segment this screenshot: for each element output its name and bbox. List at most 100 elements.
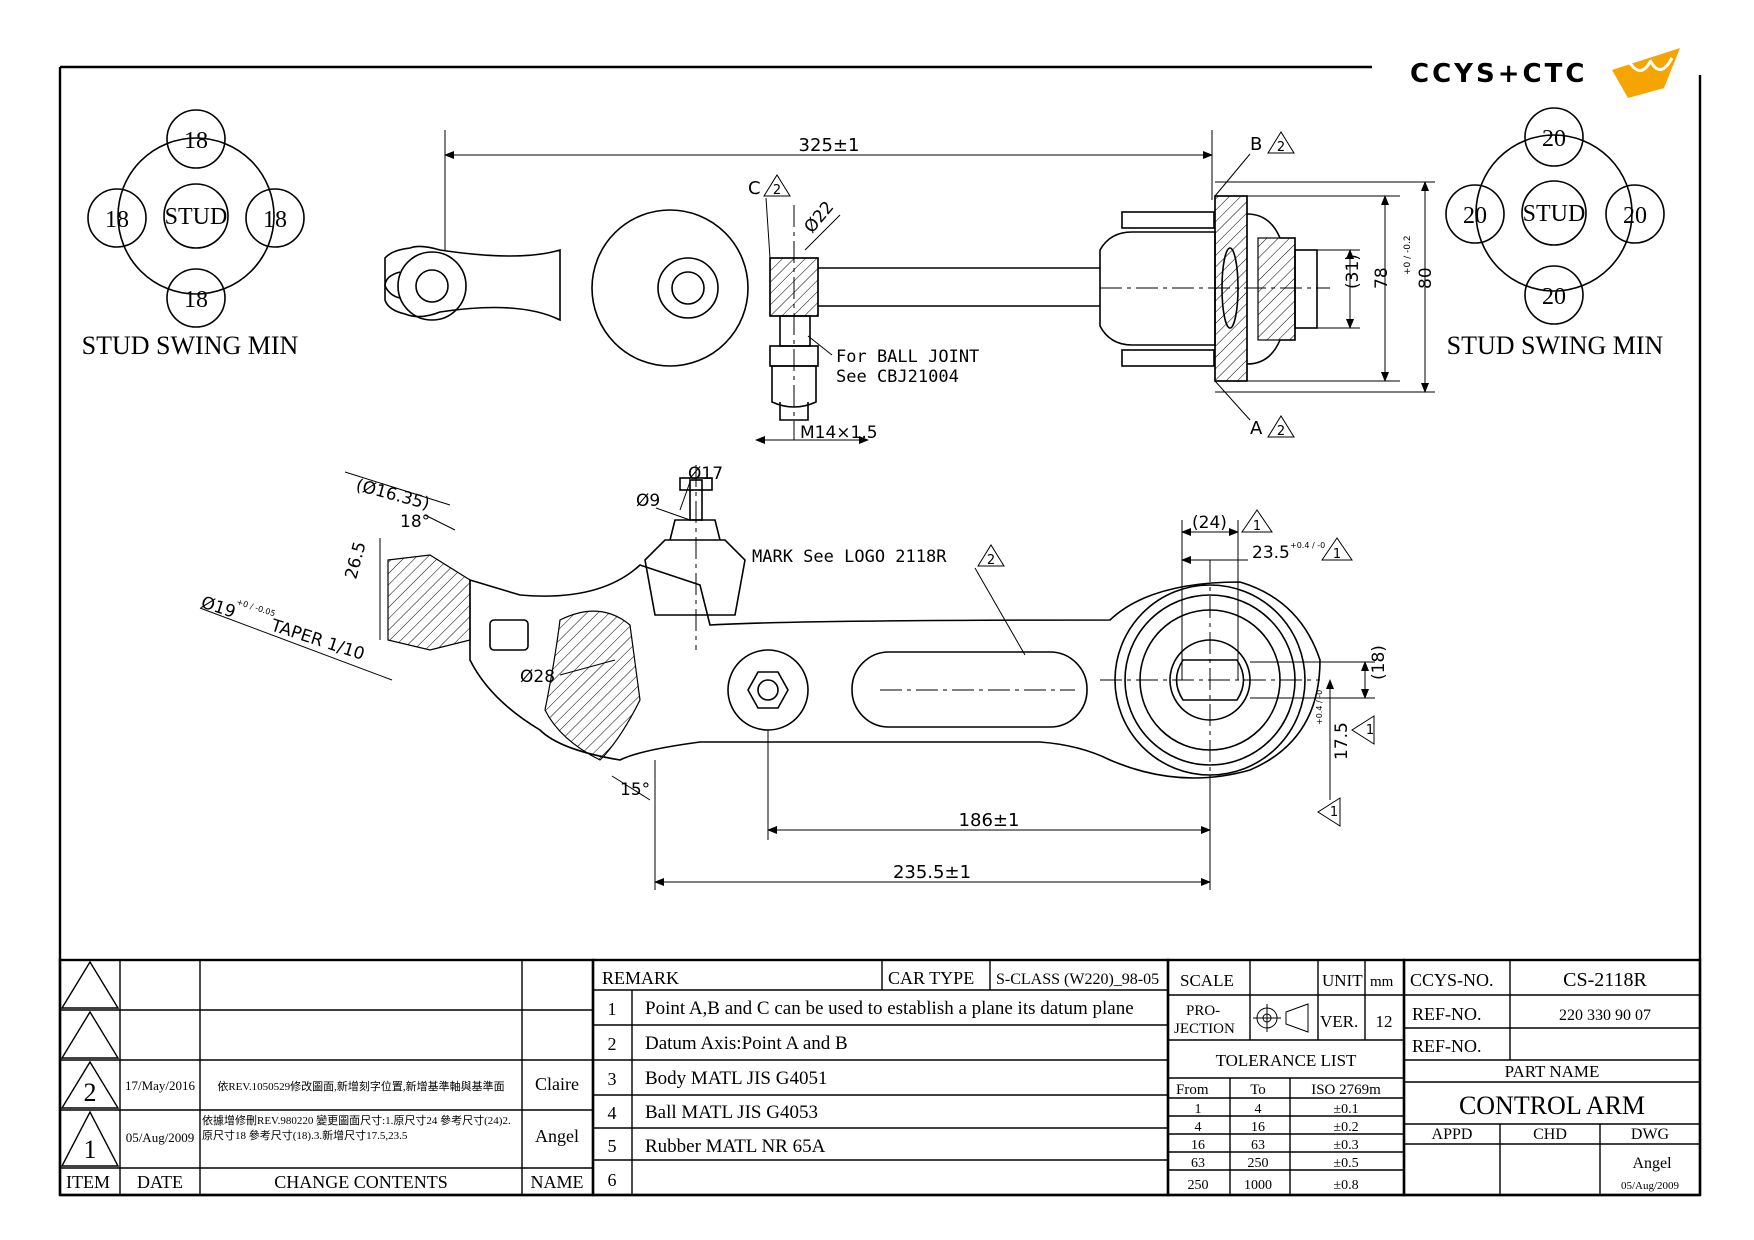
tolerance-cell: ±0.1 xyxy=(1333,1102,1358,1117)
datum-b-label: B xyxy=(1250,134,1262,155)
stud-swing-diagram-right: STUD 20 20 20 20 STUD SWING MIN xyxy=(1445,107,1665,360)
remark-4-text: Ball MATL JIS G4053 xyxy=(645,1102,818,1123)
title-block: CCYS-NO. CS-2118R REF-NO. 220 330 90 07 … xyxy=(1402,958,1702,1197)
remark-3-no: 3 xyxy=(608,1069,617,1089)
swing-angle-top: 20 xyxy=(1542,126,1566,152)
tolerance-cell: ±0.5 xyxy=(1333,1156,1358,1171)
dimension-24: (24) xyxy=(1192,513,1227,533)
revision-mark: 1 xyxy=(1253,519,1261,534)
tolerance-cell: 250 xyxy=(1188,1178,1209,1193)
revision-1-date: 05/Aug/2009 xyxy=(126,1130,195,1145)
dimension-31: (31) xyxy=(1343,254,1363,289)
unit-value: mm xyxy=(1370,974,1394,990)
tolerance-cell: 16 xyxy=(1251,1120,1265,1135)
ref-no-label-2: REF-NO. xyxy=(1412,1036,1482,1056)
tolerance-header-to: To xyxy=(1250,1082,1266,1098)
ccys-no-label: CCYS-NO. xyxy=(1410,970,1494,990)
dimension-23-5: 23.5 xyxy=(1252,543,1290,563)
tolerance-cell: 250 xyxy=(1248,1156,1269,1171)
dimension-length-label: 325±1 xyxy=(799,135,860,156)
dwg-label: DWG xyxy=(1631,1126,1670,1143)
dimension-80-tolerance: +0 / -0.2 xyxy=(1403,235,1413,275)
revision-1-item: 1 xyxy=(84,1135,97,1164)
version-value: 12 xyxy=(1376,1012,1393,1031)
dimension-186: 186±1 xyxy=(959,810,1020,831)
projection-symbol-icon xyxy=(1253,1003,1309,1033)
scale-label: SCALE xyxy=(1180,971,1234,990)
remark-2-text: Datum Axis:Point A and B xyxy=(645,1033,848,1054)
scale-tolerance-block: SCALE UNIT mm PRO- JECTION VER. 12 TOLER… xyxy=(1166,958,1406,1197)
ref-no-value: 220 330 90 07 xyxy=(1559,1007,1651,1024)
remark-1-no: 1 xyxy=(608,999,617,1019)
revision-2-contents: 依REV.1050529修改圖面,新增刻字位置,新增基準軸與基準面 xyxy=(217,1079,504,1093)
revision-2-date: 17/May/2016 xyxy=(125,1078,196,1093)
dimension-23-5-tolerance: +0.4 / -0 xyxy=(1290,541,1325,550)
drawer-name: Angel xyxy=(1632,1155,1672,1172)
unit-label: UNIT xyxy=(1322,971,1363,990)
swing-angle-bottom: 20 xyxy=(1542,284,1566,310)
version-label: VER. xyxy=(1320,1012,1358,1031)
ball-joint-reference: See CBJ21004 xyxy=(836,367,959,387)
revision-mark: 2 xyxy=(1277,424,1285,439)
remark-5-text: Rubber MATL NR 65A xyxy=(645,1136,826,1157)
remark-1-text: Point A,B and C can be used to establish… xyxy=(645,998,1134,1019)
revision-2-item: 2 xyxy=(84,1078,97,1107)
revision-mark: 1 xyxy=(1366,723,1374,738)
swing-angle-top: 18 xyxy=(184,128,208,154)
header-date: DATE xyxy=(137,1172,183,1192)
ball-joint-note: For BALL JOINT xyxy=(836,347,979,367)
drawing-date: 05/Aug/2009 xyxy=(1621,1180,1680,1192)
dimension-phi28: Ø28 xyxy=(520,667,555,687)
remark-title: REMARK xyxy=(602,968,679,988)
revision-mark: 1 xyxy=(1330,805,1338,820)
dimension-phi16: (Ø16.35) xyxy=(354,476,432,515)
dimension-17-5: 17.5 xyxy=(1332,722,1352,760)
logo-mark-note: MARK See LOGO 2118R xyxy=(752,547,947,567)
remark-3-text: Body MATL JIS G4051 xyxy=(645,1068,827,1089)
tolerance-cell: 63 xyxy=(1191,1156,1205,1171)
remark-block: REMARK CAR TYPE S-CLASS (W220)_98-05 1 P… xyxy=(591,958,1170,1197)
revision-1-contents: 依據增修刪REV.980220 變更圖面尺寸:1.原尺寸24 參考尺寸(24)2… xyxy=(202,1115,511,1142)
header-item: ITEM xyxy=(66,1172,110,1192)
stud-label: STUD xyxy=(165,204,228,230)
tolerance-cell: 4 xyxy=(1255,1102,1262,1117)
dimension-78: 78 xyxy=(1372,267,1392,289)
stud-label: STUD xyxy=(1523,201,1586,227)
dimension-26: 26.5 xyxy=(342,540,371,582)
stud-swing-caption: STUD SWING MIN xyxy=(82,331,299,360)
stud-swing-caption: STUD SWING MIN xyxy=(1447,331,1664,360)
tolerance-header-from: From xyxy=(1176,1082,1209,1098)
dimension-phi9: Ø9 xyxy=(636,491,660,511)
tolerance-cell: 16 xyxy=(1191,1138,1205,1153)
header-name: NAME xyxy=(531,1172,584,1192)
taper-tolerance: +0 / -0.05 xyxy=(235,597,276,618)
projection-label-2: JECTION xyxy=(1174,1021,1235,1037)
chd-label: CHD xyxy=(1533,1126,1567,1143)
revision-block: 2 1 17/May/2016 05/Aug/2009 依REV.1050529… xyxy=(58,958,595,1197)
taper-diameter: Ø19 xyxy=(198,593,237,623)
dimension-phi22: Ø22 xyxy=(801,198,839,238)
tolerance-cell: 1 xyxy=(1195,1102,1202,1117)
logo-mark-icon xyxy=(1612,48,1680,98)
tolerance-cell: 1000 xyxy=(1244,1178,1272,1193)
thread-size: M14×1.5 xyxy=(800,423,878,443)
part-name-label: PART NAME xyxy=(1505,1062,1600,1081)
tolerance-header-iso: ISO 2769m xyxy=(1311,1082,1381,1098)
appd-label: APPD xyxy=(1432,1126,1473,1143)
ccys-no-value: CS-2118R xyxy=(1563,969,1647,991)
header-change-contents: CHANGE CONTENTS xyxy=(274,1172,448,1192)
revision-mark: 2 xyxy=(987,553,995,568)
revision-2-name: Claire xyxy=(535,1074,579,1094)
swing-angle-left: 20 xyxy=(1463,203,1487,229)
dimension-17-5-tolerance: +0.4 / -0 xyxy=(1315,690,1324,725)
angle-18: 18° xyxy=(400,512,430,532)
dimension-80: 80 xyxy=(1416,267,1436,289)
car-type-label: CAR TYPE xyxy=(888,968,974,988)
dimension-235-5: 235.5±1 xyxy=(893,862,971,883)
taper-text: TAPER 1/10 xyxy=(268,615,367,664)
dimension-18: (18) xyxy=(1369,645,1389,680)
revision-mark: 2 xyxy=(773,183,781,198)
car-type-value: S-CLASS (W220)_98-05 xyxy=(996,971,1159,988)
remark-2-no: 2 xyxy=(608,1034,617,1054)
